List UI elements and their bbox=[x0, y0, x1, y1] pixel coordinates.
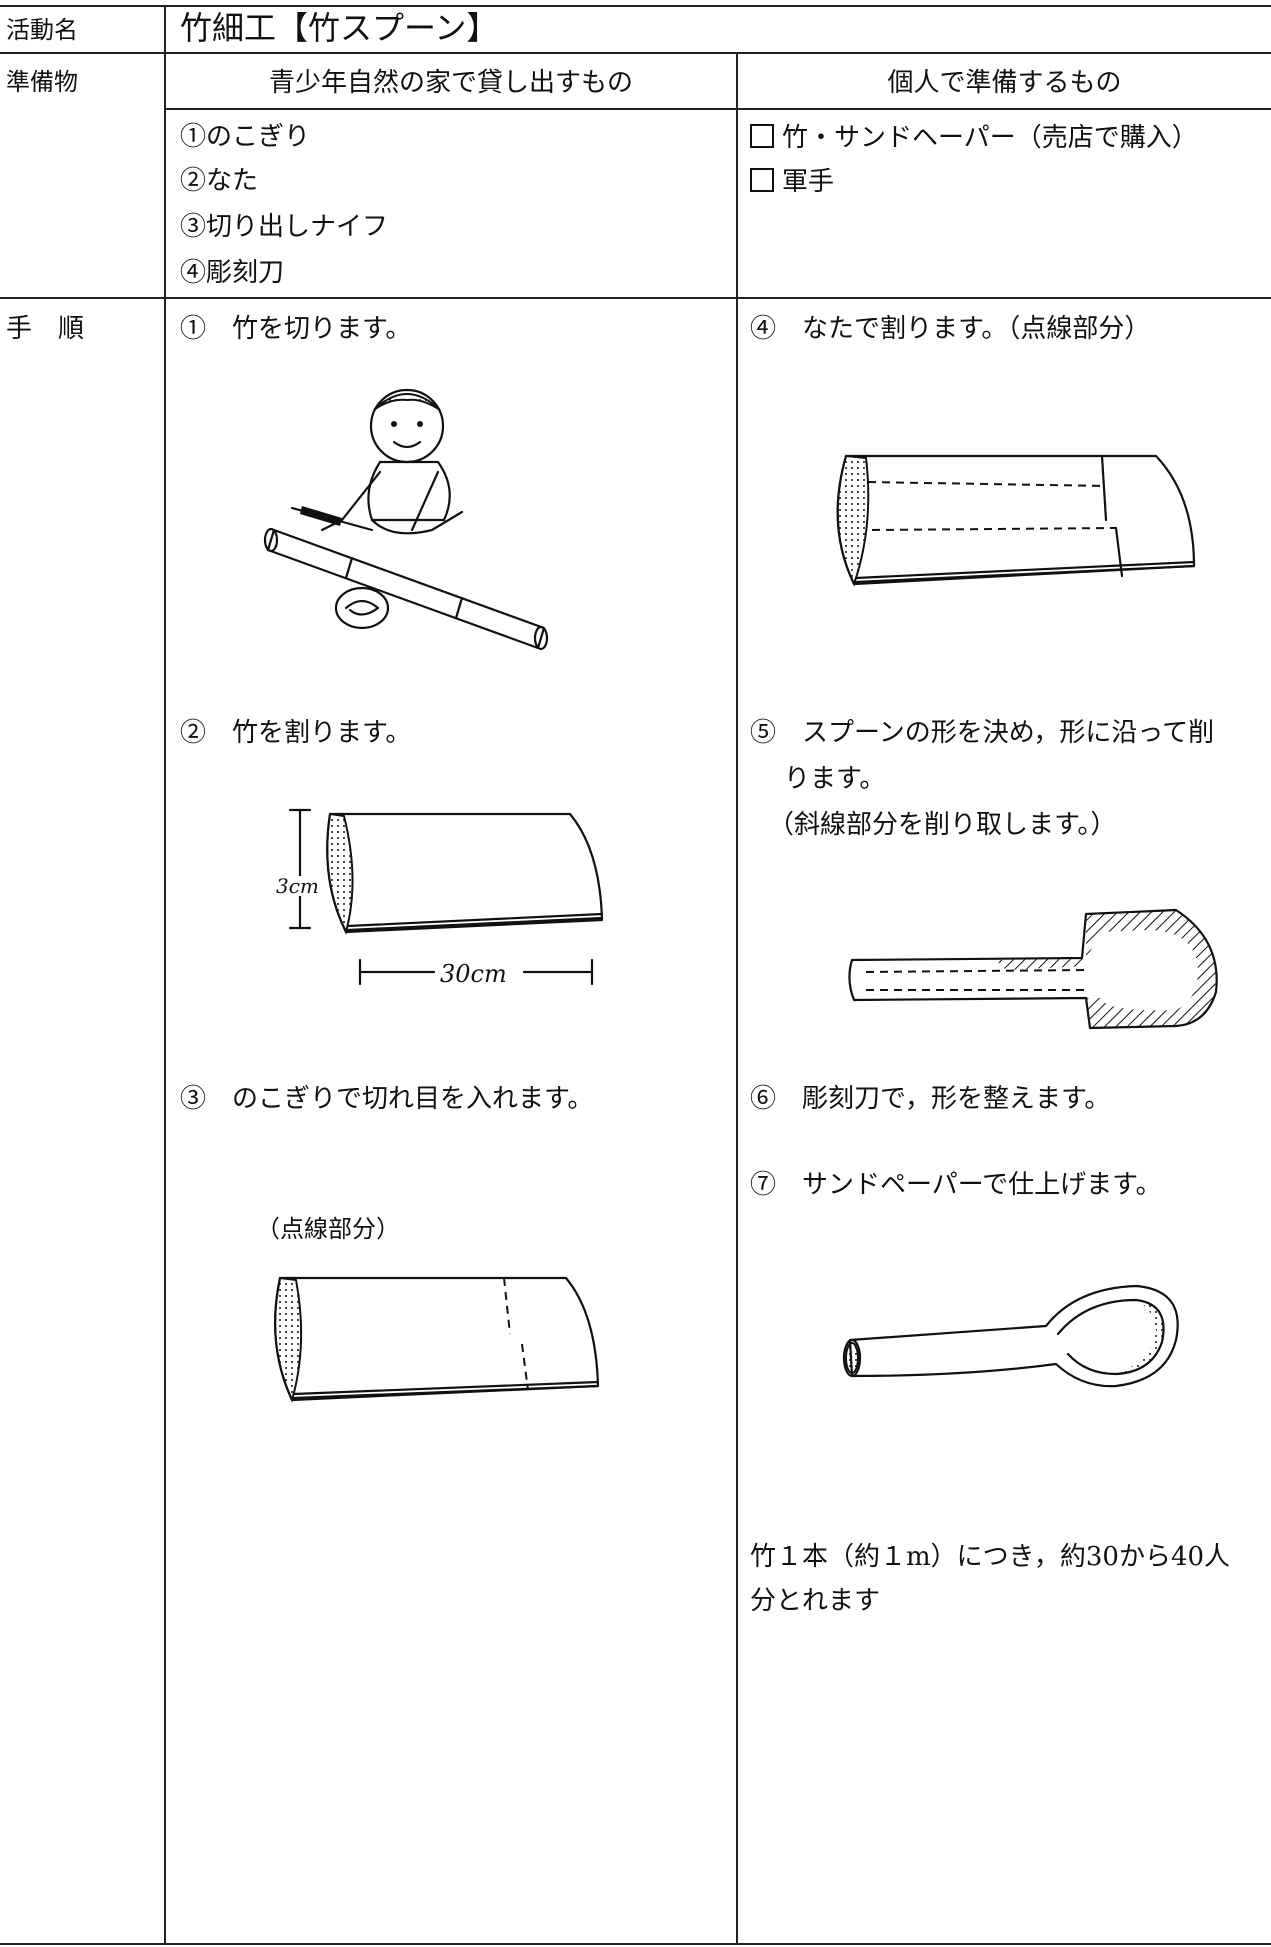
activity-title: 竹細工【竹スプーン】 bbox=[180, 9, 499, 47]
dimension-length-label: 30cm bbox=[440, 960, 507, 988]
subheader-bottom-border bbox=[164, 108, 1271, 110]
checkbox-icon bbox=[750, 124, 774, 148]
steps-label: 手 順 bbox=[6, 314, 85, 344]
step-1: ① 竹を切ります。 bbox=[180, 314, 412, 344]
step-7: ⑦ サンドペーパーで仕上げます。 bbox=[750, 1170, 1162, 1200]
spoon-outline-illustration bbox=[848, 908, 1218, 1030]
footnote-line2: 分とれます bbox=[750, 1586, 881, 1616]
list-item: ②なた bbox=[180, 166, 259, 196]
middle-column-divider bbox=[736, 52, 738, 1945]
list-item-label: 軍手 bbox=[782, 167, 835, 197]
list-item-label: 竹・サンドヘーパー（売店で購入） bbox=[782, 123, 1198, 153]
prep-bottom-border bbox=[0, 297, 1271, 299]
list-item: ①のこぎり bbox=[180, 122, 311, 152]
list-item: ④彫刻刀 bbox=[180, 258, 285, 288]
personal-header: 個人で準備するもの bbox=[887, 68, 1122, 98]
bottom-border bbox=[0, 1943, 1271, 1945]
finished-spoon-illustration bbox=[842, 1284, 1179, 1388]
split-lines-bamboo-illustration bbox=[836, 454, 1196, 587]
footnote-line1: 竹１本（約１m）につき，約30から40人 bbox=[750, 1542, 1231, 1572]
dimension-height-label: 3cm bbox=[276, 874, 319, 898]
row1-bottom-border bbox=[0, 52, 1271, 54]
top-border bbox=[0, 5, 1271, 7]
lend-header: 青少年自然の家で貸し出すもの bbox=[268, 68, 633, 98]
activity-label: 活動名 bbox=[6, 16, 78, 44]
list-item: 軍手 bbox=[750, 168, 834, 195]
checkbox-icon bbox=[750, 168, 774, 192]
step-3: ③ のこぎりで切れ目を入れます。 bbox=[180, 1084, 594, 1114]
step-4: ④ なたで割ります。（点線部分） bbox=[750, 314, 1151, 344]
sawing-bamboo-illustration bbox=[263, 388, 549, 651]
step-2: ② 竹を割ります。 bbox=[180, 718, 412, 748]
step-3-note: （点線部分） bbox=[256, 1215, 400, 1243]
step-6: ⑥ 彫刻刀で，形を整えます。 bbox=[750, 1084, 1111, 1114]
label-column-divider bbox=[164, 5, 166, 1945]
step-5-line2: ります。 bbox=[784, 764, 886, 794]
list-item: ③切り出しナイフ bbox=[180, 212, 389, 242]
saw-cut-bamboo-illustration bbox=[274, 1276, 600, 1403]
split-bamboo-illustration bbox=[288, 808, 604, 986]
list-item: 竹・サンドヘーパー（売店で購入） bbox=[750, 124, 1198, 151]
step-5-line1: ⑤ スプーンの形を決め，形に沿って削 bbox=[750, 718, 1215, 748]
step-5-note: （斜線部分を削り取します。） bbox=[768, 810, 1117, 840]
prep-label: 準備物 bbox=[6, 68, 78, 96]
